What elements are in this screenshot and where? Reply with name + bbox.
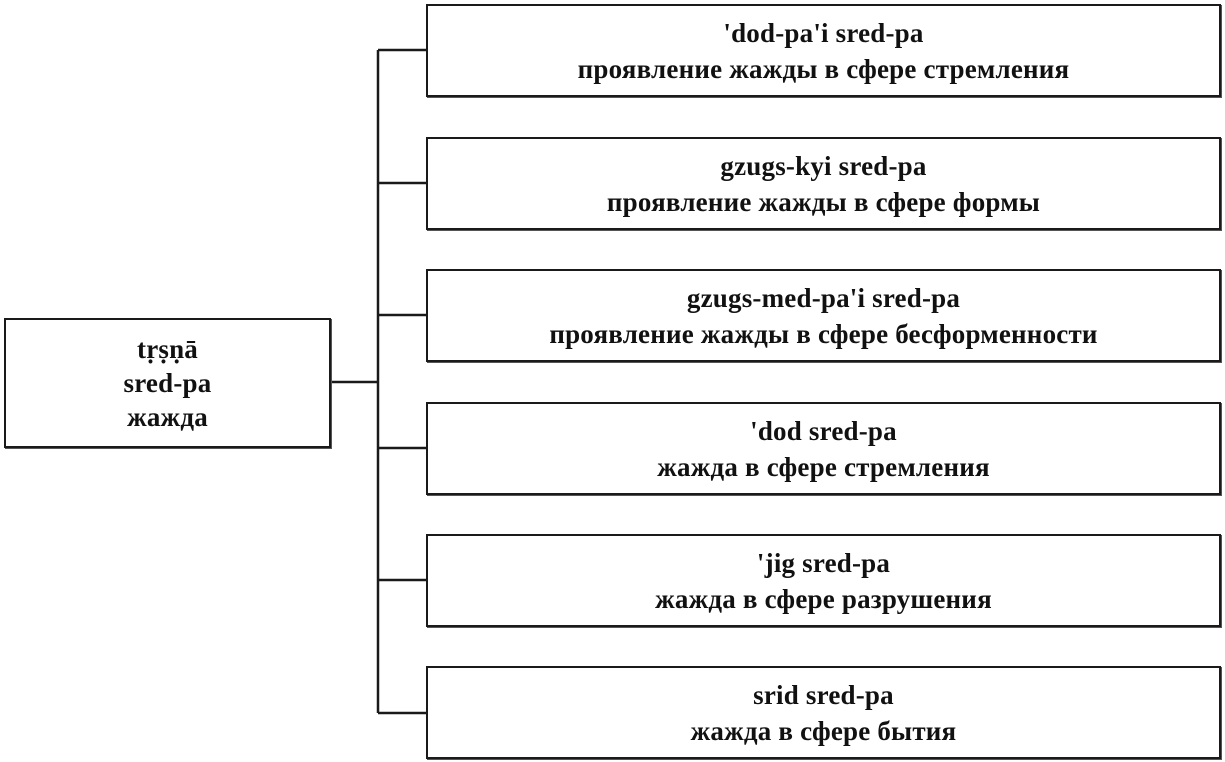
child-russian-gloss: жажда в сфере разрушения — [655, 583, 992, 614]
root-russian-term: жажда — [127, 402, 208, 432]
child-russian-gloss: жажда в сфере стремления — [657, 451, 990, 482]
root-tibetan-term: sred-pa — [123, 368, 212, 398]
child-node-5: 'jig sred-pa жажда в сфере разрушения — [426, 534, 1221, 627]
child-russian-gloss: проявление жажды в сфере стремления — [577, 53, 1070, 84]
child-russian-gloss: жажда в сфере бытия — [690, 715, 957, 746]
child-tibetan-term: gzugs-med-pa'i sred-pa — [686, 282, 961, 313]
child-tibetan-term: 'jig sred-pa — [756, 547, 891, 578]
child-node-2: gzugs-kyi sred-pa проявление жажды в сфе… — [426, 137, 1221, 230]
root-node: tṛṣṇā sred-pa жажда — [4, 318, 331, 448]
child-tibetan-term: gzugs-kyi sred-pa — [720, 150, 927, 181]
child-node-3: gzugs-med-pa'i sred-pa проявление жажды … — [426, 269, 1221, 362]
child-tibetan-term: 'dod sred-pa — [750, 415, 897, 446]
root-sanskrit-term: tṛṣṇā — [137, 334, 198, 364]
child-node-4: 'dod sred-pa жажда в сфере стремления — [426, 402, 1221, 495]
child-node-1: 'dod-pa'i sred-pa проявление жажды в сфе… — [426, 4, 1221, 97]
child-russian-gloss: проявление жажды в сфере бесформенности — [549, 318, 1098, 349]
child-tibetan-term: 'dod-pa'i sred-pa — [723, 17, 924, 48]
child-russian-gloss: проявление жажды в сфере формы — [606, 186, 1041, 217]
child-node-6: srid sred-pa жажда в сфере бытия — [426, 666, 1221, 759]
child-tibetan-term: srid sred-pa — [753, 679, 894, 710]
